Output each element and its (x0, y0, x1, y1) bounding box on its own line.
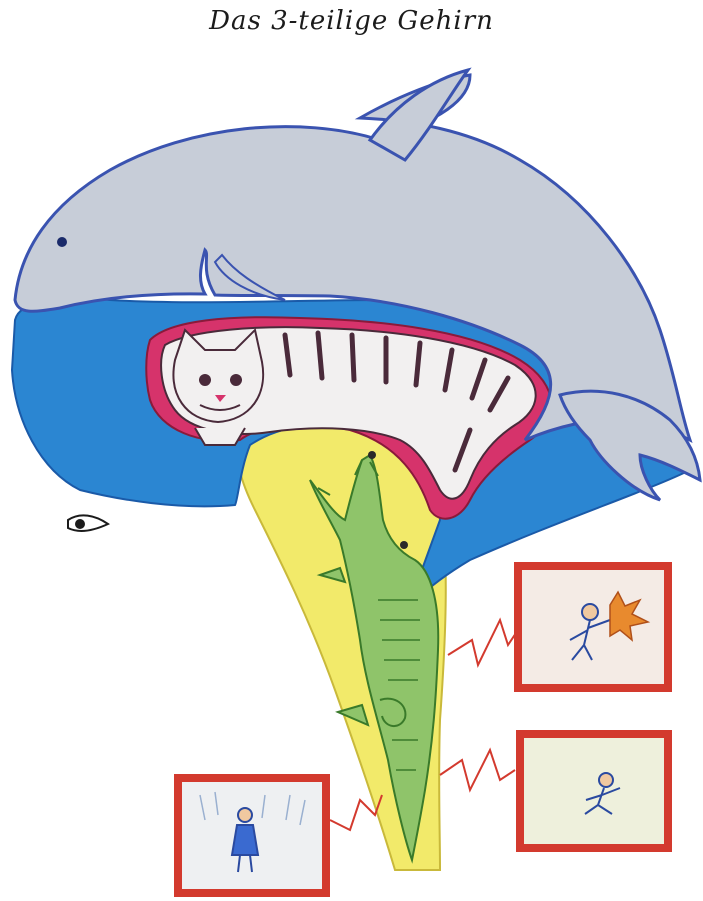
eye-symbol (68, 515, 108, 531)
frame-child-fighting (518, 566, 668, 688)
frame-child-running (520, 734, 668, 848)
dolphin-eye (57, 237, 67, 247)
frame-child-frozen (178, 778, 326, 893)
